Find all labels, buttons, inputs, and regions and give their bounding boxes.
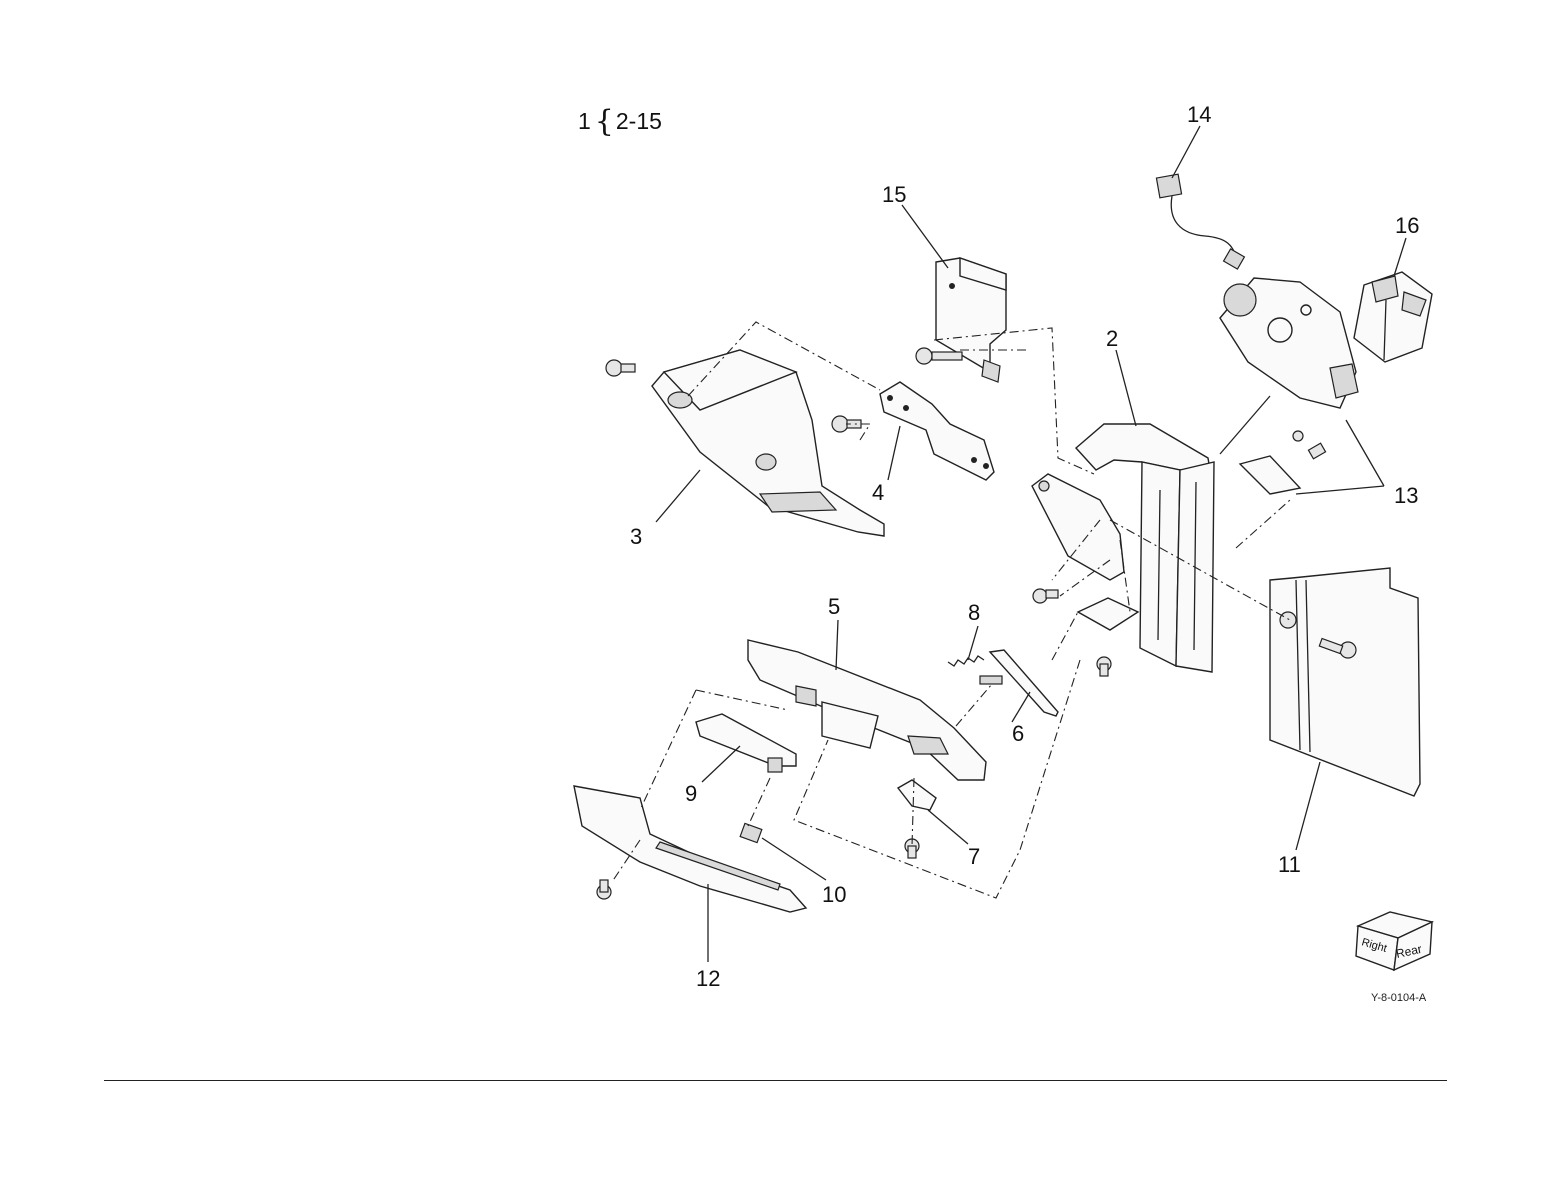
- footer-rule: [104, 1080, 1447, 1081]
- part-9-link: [696, 714, 796, 772]
- part-4-plate: [880, 382, 994, 480]
- callout-7: 7: [968, 844, 980, 869]
- part-2-frame: [1032, 424, 1214, 672]
- callout-5: 5: [828, 594, 840, 619]
- drawing-id: Y-8-0104-A: [1371, 992, 1426, 1004]
- callout-leaders: [656, 126, 1406, 962]
- part-11-cover: [1270, 568, 1420, 796]
- callout-15: 15: [882, 182, 906, 207]
- callout-8: 8: [968, 600, 980, 625]
- part-15-bracket: [936, 258, 1006, 382]
- part-10-knob: [740, 823, 762, 842]
- callout-10: 10: [822, 882, 846, 907]
- callout-4: 4: [872, 480, 884, 505]
- orientation-cube: Right Rear: [1356, 912, 1432, 970]
- part-16-motor: [1354, 272, 1432, 362]
- callout-12: 12: [696, 966, 720, 991]
- callout-11: 11: [1278, 852, 1301, 877]
- callout-6: 6: [1012, 721, 1024, 746]
- part-3-guide: [652, 350, 884, 536]
- part-7-clip: [898, 780, 936, 858]
- callout-9: 9: [685, 781, 697, 806]
- part-2-sub-bracket: [1078, 598, 1138, 676]
- callout-14: 14: [1187, 102, 1211, 127]
- callout-2: 2: [1106, 326, 1118, 351]
- part-6-lever: [980, 650, 1058, 716]
- part-13-drive-assembly: [1220, 278, 1358, 494]
- callout-3: 3: [630, 524, 642, 549]
- callout-16: 16: [1395, 213, 1419, 238]
- part-8-spring: [948, 656, 984, 666]
- callout-labels: 14 15 16 2 4 13 3 5 8 6 9 7 11 10 12: [630, 102, 1419, 991]
- part-14-harness: [1156, 174, 1244, 269]
- callout-13: 13: [1394, 483, 1418, 508]
